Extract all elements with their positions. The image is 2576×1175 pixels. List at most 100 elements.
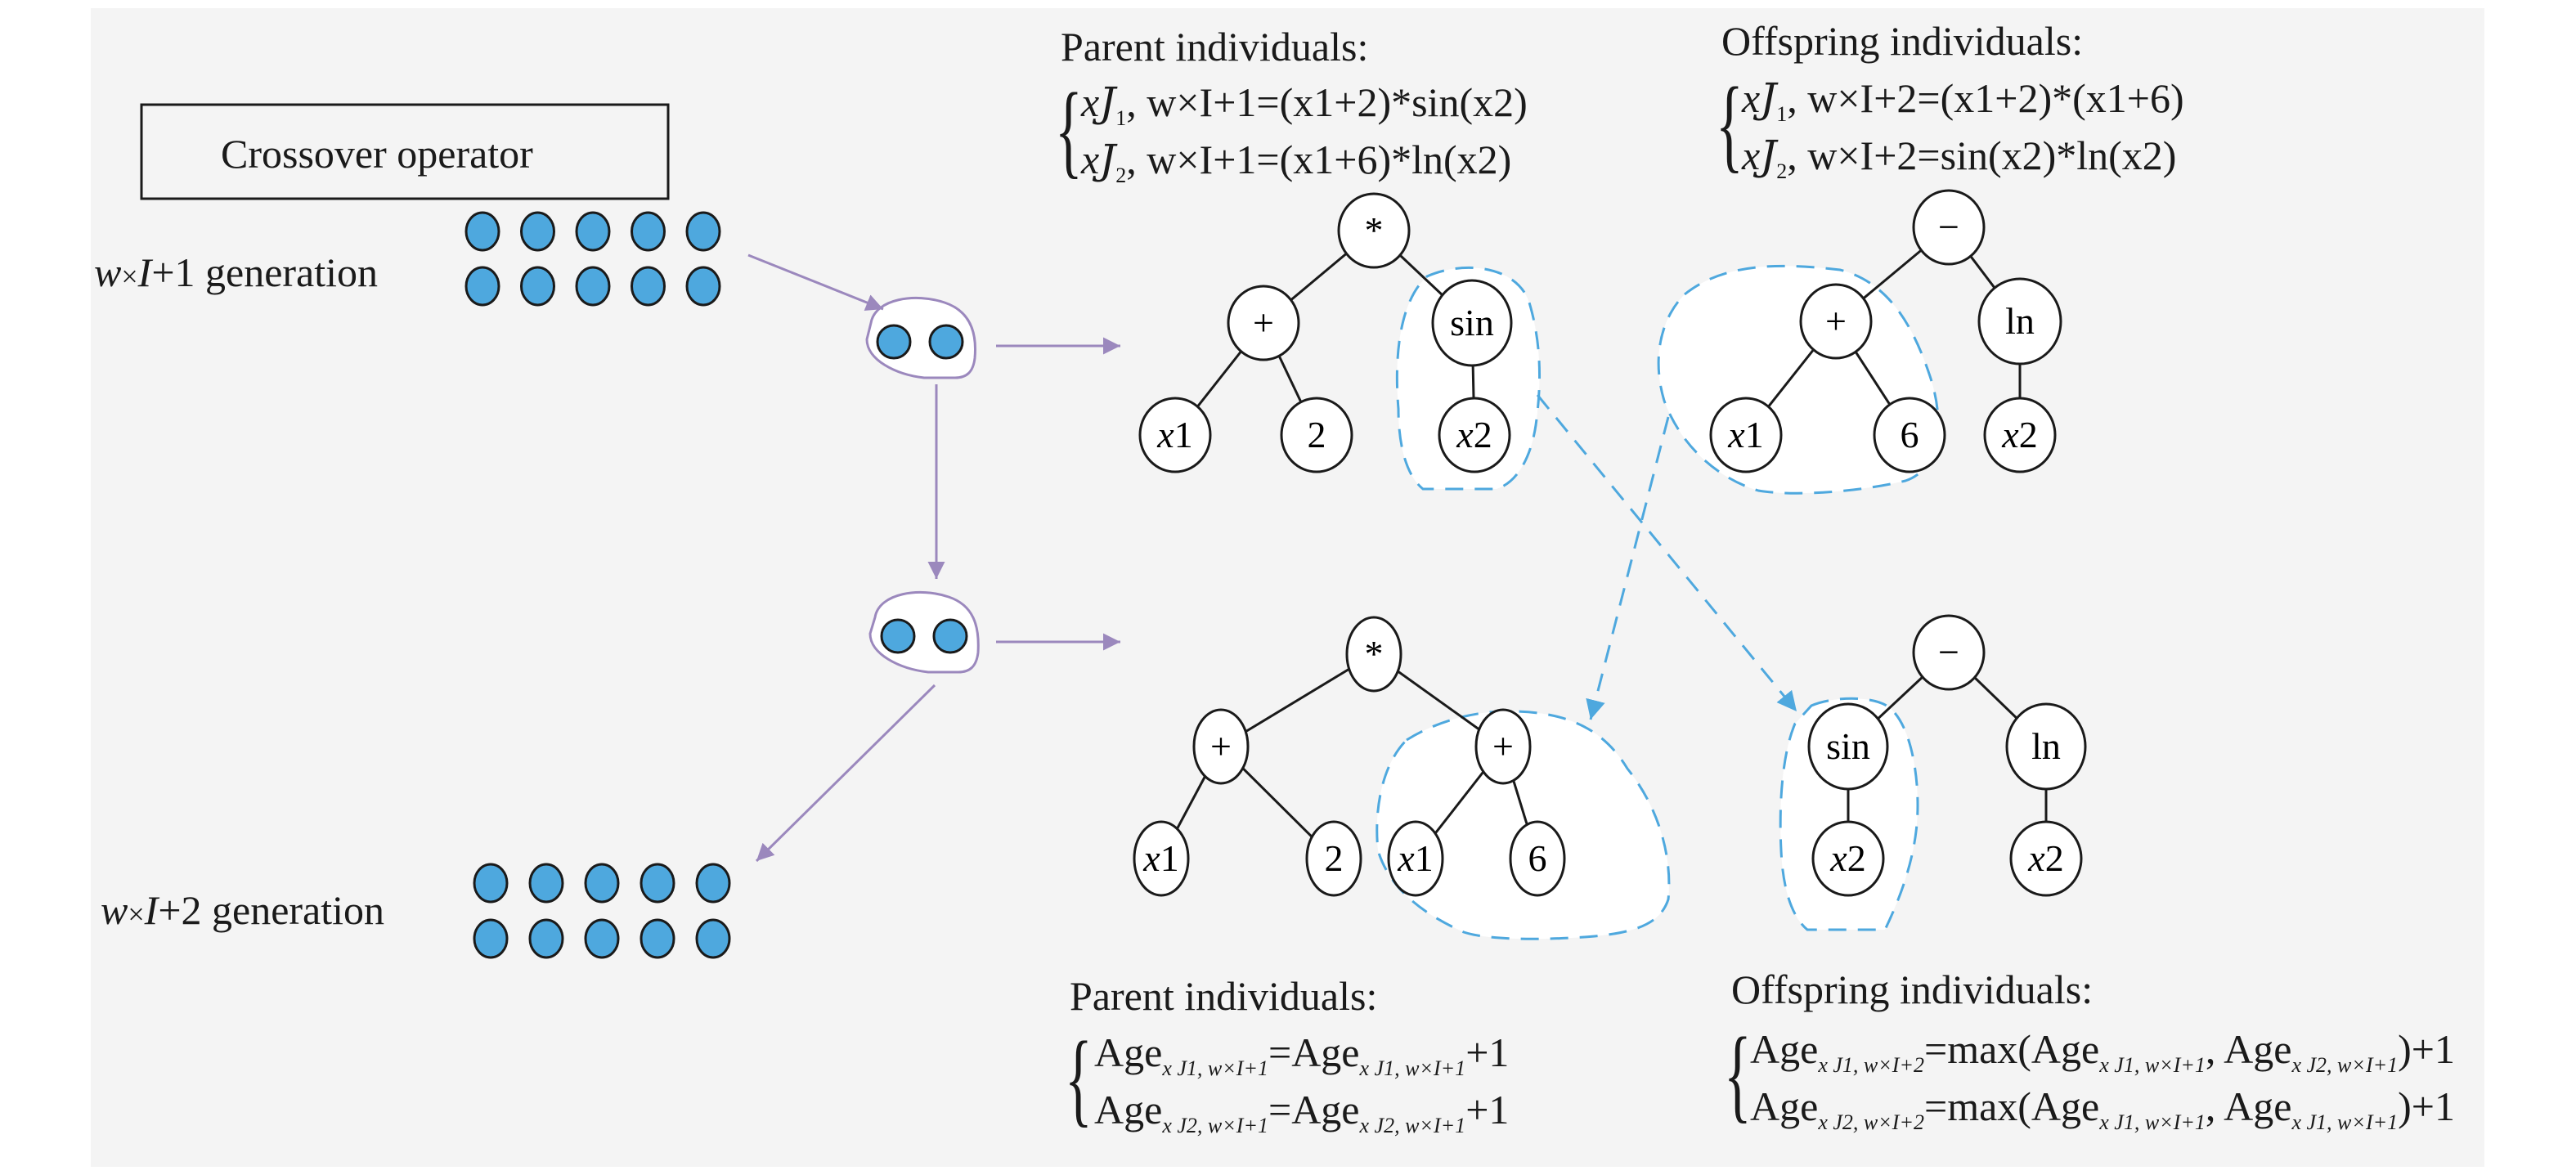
individual-dot: [695, 863, 731, 904]
bottom-parent-brace: {: [1065, 1020, 1093, 1137]
individual-dot: [685, 266, 721, 307]
individual-dot: [876, 324, 912, 360]
tree-node: [1474, 708, 1532, 785]
tree-node: [1438, 397, 1511, 473]
tree-node: [1811, 820, 1885, 897]
top-offspring-brace: {: [1716, 66, 1744, 182]
tree-node: [1912, 189, 1986, 266]
tree-node: [1337, 192, 1411, 269]
tree-node-label: −: [1938, 631, 1959, 673]
individual-dot: [520, 211, 555, 252]
tree-node: [1873, 397, 1946, 473]
tree-node: [1799, 283, 1873, 360]
bottom-offspring-eq-2: Agex J2, w×I+2=max(Agex J1, w×I+1, Agex …: [1750, 1083, 2456, 1134]
swap-arrow-sin-subtree: [1536, 394, 1798, 712]
tree-node-label: ln: [2005, 300, 2035, 342]
tree-offspring-1: * + + x1 2 x1 6: [1133, 616, 1566, 897]
tree-node-label: +: [1825, 300, 1847, 342]
bottom-parent-eq-1: Agex J1, w×I+1=Agex J1, w×I+1+1: [1094, 1029, 1510, 1080]
individual-dot: [640, 918, 675, 959]
tree-node-label: *: [1365, 633, 1384, 675]
individual-dot: [584, 863, 620, 904]
top-parent-heading: Parent individuals:: [1061, 24, 1369, 70]
tree-node: [1709, 397, 1783, 473]
tree-node-label: −: [1938, 206, 1959, 248]
tree-node: [1138, 397, 1212, 473]
individual-dot: [695, 918, 731, 959]
individual-dot: [631, 211, 666, 252]
individual-dot: [520, 266, 555, 307]
individual-dot: [528, 918, 564, 959]
tree-node: [1977, 277, 2062, 366]
tree-node: [2009, 820, 2083, 897]
individual-dot: [685, 211, 721, 252]
tree-node-label: x1: [1727, 414, 1763, 455]
tree-node-label: +: [1492, 725, 1514, 767]
individual-dot: [528, 863, 564, 904]
bottom-offspring-heading: Offspring individuals:: [1731, 966, 2094, 1012]
tree-node: [1912, 614, 1986, 691]
tree-node: [1305, 820, 1362, 897]
tree-node-label: x2: [2001, 414, 2037, 455]
tree-node-label: +: [1210, 725, 1232, 767]
individual-dot: [473, 863, 509, 904]
top-offspring-heading: Offspring individuals:: [1721, 18, 2084, 64]
tree-node-label: x2: [2027, 837, 2063, 879]
individual-dot: [880, 618, 916, 654]
population-top: [464, 211, 721, 307]
tree-node: [1807, 702, 1889, 791]
tree-node-label: *: [1365, 209, 1384, 251]
tree-node-label: ln: [2031, 725, 2061, 767]
selected-pair-1: [865, 297, 977, 379]
tree-node: [2005, 702, 2087, 791]
subtree-highlight-offspring1: [1376, 710, 1671, 940]
individual-dot: [464, 266, 500, 307]
tree-node-label: x2: [1456, 414, 1492, 455]
flow-arrow-select: [747, 253, 884, 311]
tree-offspring-2: − sin ln x2 x2: [1807, 614, 2087, 897]
tree-node: [1133, 820, 1190, 897]
flow-arrow-to-next-gen: [755, 684, 936, 863]
bottom-offspring-brace: {: [1724, 1016, 1752, 1132]
tree-node-label: 2: [1308, 414, 1326, 455]
tree-node-label: 6: [1528, 837, 1547, 879]
bottom-offspring-eq-1: Agex J1, w×I+2=max(Agex J1, w×I+1, Agex …: [1750, 1026, 2456, 1077]
tree-node: [1280, 397, 1353, 473]
swap-arrow-plus-subtree: [1586, 416, 1670, 720]
tree-node-label: sin: [1450, 302, 1494, 343]
top-parent-eq-1: xJ1, w×I+1=(x1+2)*sin(x2): [1081, 78, 1528, 130]
top-offspring-eq-2: xJ2, w×I+2=sin(x2)*ln(x2): [1742, 132, 2177, 183]
tree-node-label: sin: [1826, 725, 1870, 767]
tree-node-label: x1: [1397, 837, 1433, 879]
individual-dot: [932, 618, 968, 654]
bottom-parent-eq-2: Agex J2, w×I+1=Agex J2, w×I+1+1: [1094, 1087, 1510, 1137]
individual-dot: [631, 266, 666, 307]
diagram-panel: [91, 8, 2484, 1167]
tree-node: [1192, 708, 1250, 785]
tree-node-label: x2: [1829, 837, 1865, 879]
generation-label-bottom: w×I+2 generation: [101, 887, 385, 933]
individual-dot: [575, 266, 611, 307]
tree-node: [1509, 820, 1566, 897]
individual-dot: [640, 863, 675, 904]
tree-node-label: x1: [1156, 414, 1192, 455]
individual-dot: [473, 918, 509, 959]
tree-node: [1345, 616, 1402, 693]
individual-dot: [928, 324, 964, 360]
tree-node: [1387, 820, 1444, 897]
operator-label: Crossover operator: [221, 131, 533, 177]
individual-dot: [584, 918, 620, 959]
tree-node: [1431, 279, 1513, 367]
tree-node: [1983, 397, 2057, 473]
individual-dot: [464, 211, 500, 252]
tree-node-label: x1: [1142, 837, 1178, 879]
operator-box: [140, 103, 670, 200]
tree-node-label: 2: [1325, 837, 1344, 879]
tree-node-label: +: [1253, 302, 1274, 343]
tree-parent-1: * + sin x1 2 x2: [1138, 192, 1513, 473]
tree-node-label: 6: [1901, 414, 1919, 455]
top-parent-brace: {: [1055, 72, 1083, 188]
bottom-parent-heading: Parent individuals:: [1070, 973, 1378, 1019]
generation-label-top: w×I+1 generation: [94, 249, 379, 295]
